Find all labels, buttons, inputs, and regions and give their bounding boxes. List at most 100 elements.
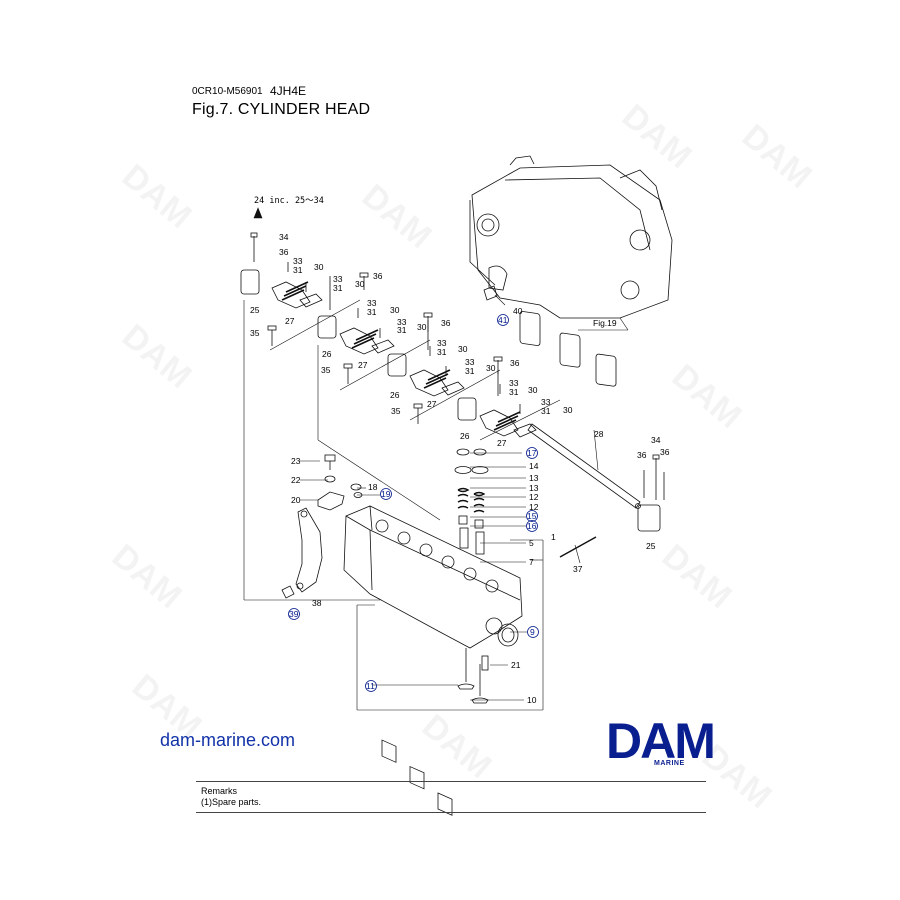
label-21: 21: [511, 660, 521, 670]
label-36: 36: [441, 318, 451, 328]
document-code: 0CR10-M56901: [192, 86, 263, 97]
label-33: 33: [509, 378, 519, 388]
label-41: 41: [498, 315, 508, 325]
label-30: 30: [355, 279, 365, 289]
callout-circle-17: [526, 447, 538, 459]
remarks-divider-bottom: [196, 812, 706, 813]
label-11: 11: [366, 681, 375, 691]
label-33: 33: [367, 298, 377, 308]
label-38: 38: [312, 598, 322, 608]
label-30: 30: [458, 344, 468, 354]
label-33: 33: [541, 397, 551, 407]
label-33: 33: [465, 357, 475, 367]
label-1: 1: [551, 532, 556, 542]
label-31: 31: [509, 387, 519, 397]
label-13: 13: [529, 483, 539, 493]
logo-subtitle: MARINE: [654, 760, 685, 767]
valve-train-parts: [281, 448, 597, 704]
label-group-24: 24 inc. 25～34: [254, 196, 324, 206]
label-19: 19: [381, 489, 391, 499]
rocker-arm-assemblies: [240, 232, 537, 438]
label-31: 31: [437, 347, 447, 357]
label-39: 39: [289, 609, 299, 619]
label-18: 18: [368, 482, 378, 492]
label-26: 26: [322, 349, 332, 359]
page-title: Fig.7. CYLINDER HEAD: [192, 101, 371, 118]
label-35: 35: [321, 365, 331, 375]
label-9: 9: [530, 627, 535, 637]
label-33: 33: [437, 338, 447, 348]
label-30: 30: [486, 363, 496, 373]
label-10: 10: [527, 695, 537, 705]
label-35: 35: [391, 406, 401, 416]
watermark-text: DAM: [665, 357, 749, 436]
label-36: 36: [637, 450, 647, 460]
label-26: 26: [460, 431, 470, 441]
label-30: 30: [528, 385, 538, 395]
watermark-text: DAM: [615, 97, 699, 176]
label-36: 36: [660, 447, 670, 457]
label-34: 34: [279, 232, 289, 242]
label-33: 33: [293, 256, 303, 266]
label-14: 14: [529, 461, 539, 471]
label-27: 27: [358, 360, 368, 370]
watermark-text: DAM: [115, 317, 199, 396]
callout-circle-19: [380, 488, 392, 500]
engine-model: 4JH4E: [270, 84, 307, 98]
label-31: 31: [541, 406, 551, 416]
label-22: 22: [291, 475, 301, 485]
callout-circle-39: [288, 608, 300, 620]
label-36: 36: [510, 358, 520, 368]
label-33: 33: [397, 317, 407, 327]
label-28: 28: [594, 429, 604, 439]
label-30: 30: [417, 322, 427, 332]
label-27: 27: [285, 316, 295, 326]
label-37: 37: [573, 564, 583, 574]
label-25: 25: [250, 305, 260, 315]
website-link[interactable]: dam-marine.com: [160, 730, 296, 750]
watermark-text: DAM: [105, 537, 189, 616]
engine-reference-sketch: [469, 155, 673, 387]
label-35: 35: [250, 328, 260, 338]
label-31: 31: [333, 283, 343, 293]
label-23: 23: [291, 456, 301, 466]
label-30: 30: [390, 305, 400, 315]
label-36: 36: [279, 247, 289, 257]
callout-circle-11: [365, 680, 377, 692]
label-25: 25: [646, 541, 656, 551]
remarks-heading: Remarks: [201, 786, 238, 796]
callout-circle-15: [526, 510, 538, 522]
callout-circle-41: [497, 314, 509, 326]
watermark: DAM DAM DAM DAM DAM DAM DAM DAM DAM DAM …: [105, 97, 819, 816]
label-26: 26: [390, 390, 400, 400]
label-7: 7: [529, 557, 534, 567]
label-5: 5: [529, 538, 534, 548]
callout-circle-9: [527, 626, 539, 638]
watermark-text: DAM: [355, 177, 439, 256]
label-31: 31: [465, 366, 475, 376]
label-33: 33: [333, 274, 343, 284]
remarks-divider-top: [196, 781, 706, 782]
label-fig-ref: Fig.19: [593, 318, 617, 328]
label-36: 36: [373, 271, 383, 281]
label-34: 34: [651, 435, 661, 445]
remarks-text: (1)Spare parts.: [201, 797, 262, 807]
watermark-text: DAM: [655, 537, 739, 616]
spare-part-callouts: 41 17 19 15 16 9 11 39: [288, 314, 539, 692]
part-labels: 24 inc. 25～34 Fig.19 34 36 33 31 30 33 3…: [250, 196, 670, 705]
watermark-text: DAM: [415, 707, 499, 786]
watermark-text: DAM: [735, 117, 819, 196]
label-30: 30: [563, 405, 573, 415]
watermark-text: DAM: [115, 157, 199, 236]
cylinder-head-block: [343, 505, 523, 816]
label-31: 31: [397, 325, 407, 335]
label-31: 31: [293, 265, 303, 275]
label-12: 12: [529, 502, 539, 512]
dam-marine-logo: DAM: [606, 713, 716, 769]
label-20: 20: [291, 495, 301, 505]
rocker-shaft: [527, 423, 665, 532]
label-27: 27: [497, 438, 507, 448]
label-13: 13: [529, 473, 539, 483]
group-leader-lines: [243, 207, 599, 711]
